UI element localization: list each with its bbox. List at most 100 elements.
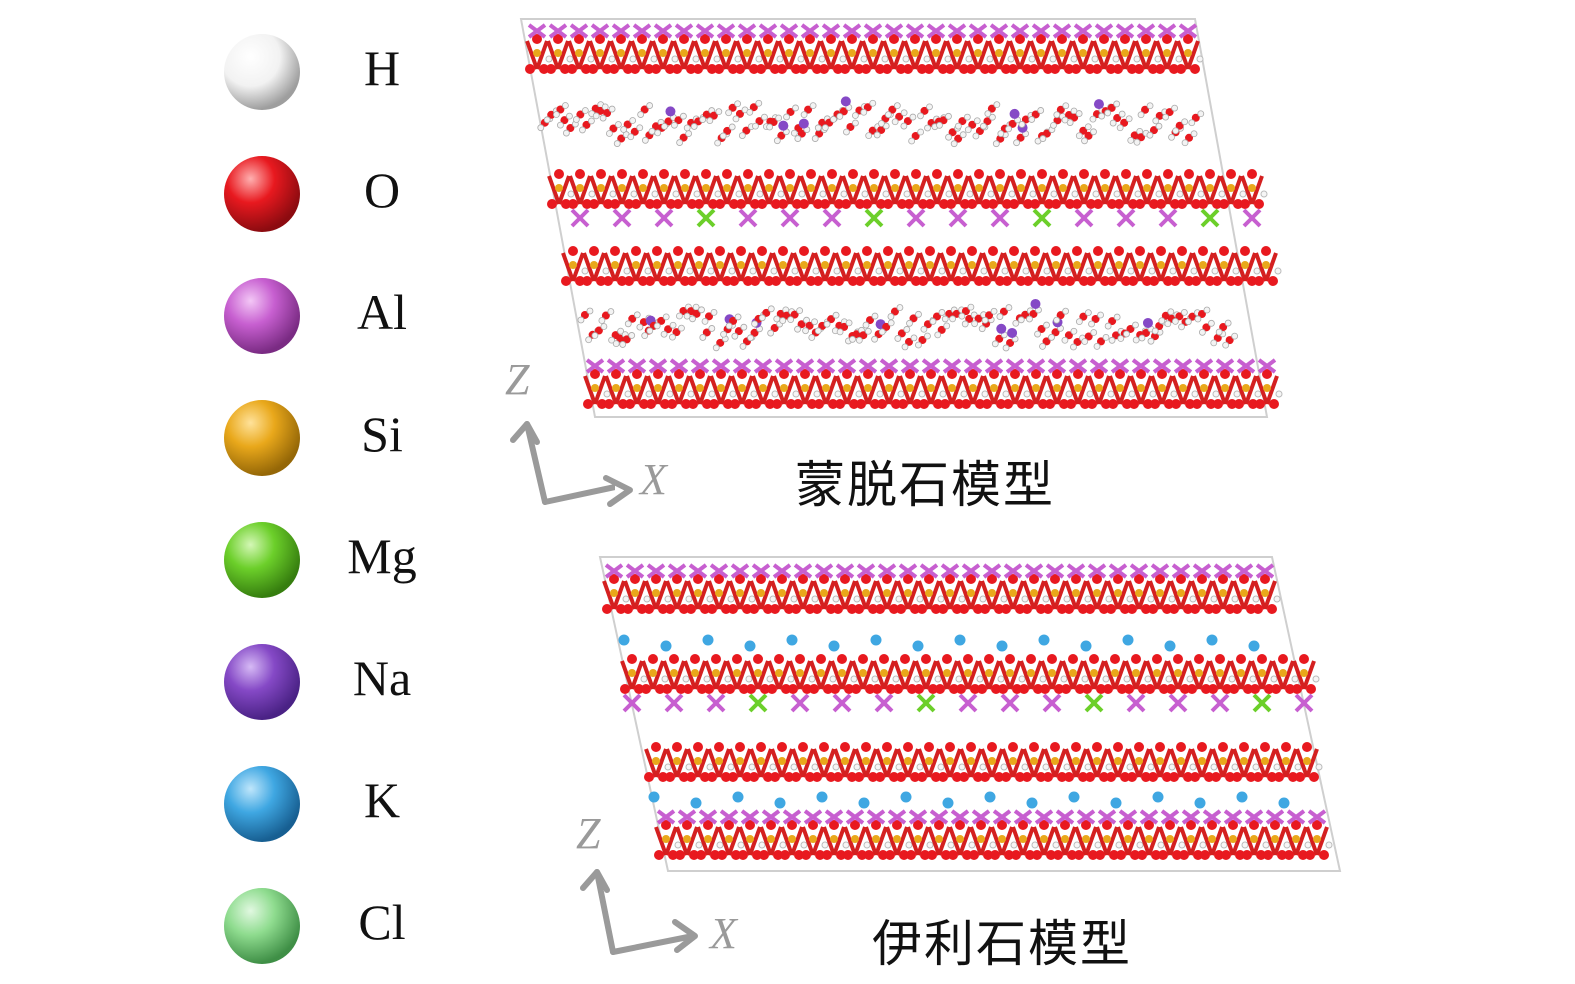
octa-bond xyxy=(738,208,758,228)
o-atom xyxy=(931,34,941,44)
o-atom xyxy=(848,169,858,179)
sheet-bond xyxy=(1085,748,1099,778)
legend-label-si: Si xyxy=(361,406,403,462)
water-h-atom xyxy=(1181,118,1189,126)
sheet-bond xyxy=(1011,826,1025,856)
water-h-atom xyxy=(629,117,637,124)
water-h-atom xyxy=(973,117,981,125)
o-atom xyxy=(1072,199,1082,209)
o-atom xyxy=(787,820,797,830)
al-atom-sphere-icon xyxy=(224,278,300,354)
sheet-bond xyxy=(788,660,802,690)
o-atom xyxy=(788,684,798,694)
h-atom xyxy=(917,267,925,275)
water-o-atom xyxy=(1097,337,1106,346)
na-ion xyxy=(1009,108,1020,119)
sheet-bond xyxy=(704,175,718,205)
o-atom xyxy=(693,64,703,74)
water-o-atom xyxy=(1073,337,1082,346)
water-o-atom xyxy=(1130,131,1139,140)
si-atom xyxy=(673,757,681,765)
sheet-bond xyxy=(1060,40,1074,70)
h-atom xyxy=(1218,190,1226,198)
water-o-atom xyxy=(750,328,759,337)
water-h-atom xyxy=(878,328,886,336)
h-atom xyxy=(687,390,695,398)
o-atom xyxy=(777,574,787,584)
o-atom xyxy=(1220,369,1230,379)
o-atom xyxy=(687,199,697,209)
o-atom xyxy=(1215,654,1225,664)
water-h-atom xyxy=(945,133,952,141)
h-atom xyxy=(1210,763,1218,771)
o-atom xyxy=(949,684,959,694)
water-h-atom xyxy=(836,112,844,120)
sheet-bond xyxy=(651,660,665,690)
h-atom xyxy=(1176,190,1184,198)
sheet-bond xyxy=(625,375,639,405)
o-atom xyxy=(759,850,769,860)
si-atom xyxy=(1010,261,1018,269)
o-atom xyxy=(1204,772,1214,782)
sheet-bond xyxy=(977,175,991,205)
si-atom xyxy=(758,261,766,269)
h-atom xyxy=(958,763,966,771)
water-h-atom xyxy=(1197,110,1205,118)
o-atom xyxy=(1072,246,1082,256)
octa-bond xyxy=(1000,693,1020,713)
h-atom xyxy=(884,841,892,849)
legend-label-o: O xyxy=(363,162,401,218)
sheet-bond xyxy=(1001,580,1015,610)
water-h-atom xyxy=(1013,139,1020,147)
o-atom xyxy=(935,684,945,694)
k-ion xyxy=(816,791,828,803)
o-atom xyxy=(854,772,864,782)
sheet-bond xyxy=(1305,826,1319,856)
o-atom xyxy=(1023,199,1033,209)
cap-bond xyxy=(929,809,949,825)
o-atom xyxy=(688,399,698,409)
si-atom xyxy=(1052,261,1060,269)
o-atom xyxy=(1002,199,1012,209)
si-atom xyxy=(1145,835,1153,843)
o-atom xyxy=(749,772,759,782)
si-atom xyxy=(723,184,731,192)
sheet-bond xyxy=(780,748,794,778)
cap-bond xyxy=(779,23,799,39)
sheet-bond xyxy=(945,40,959,70)
o-atom xyxy=(826,604,836,614)
sheet-bond xyxy=(1008,40,1022,70)
water-h-atom xyxy=(887,319,895,327)
h-atom xyxy=(938,267,946,275)
cap-bond xyxy=(1236,358,1256,374)
water-o-atom xyxy=(1042,337,1051,346)
sheet-bond xyxy=(938,580,952,610)
sheet-bond xyxy=(1113,40,1127,70)
octa-bond xyxy=(622,693,642,713)
o-atom xyxy=(1113,742,1123,752)
montmorillonite-model-structure xyxy=(519,18,1283,418)
k-ion xyxy=(954,634,966,646)
sheet-bond xyxy=(719,375,733,405)
si-atom xyxy=(884,261,892,269)
o-atom xyxy=(1264,684,1274,694)
sheet-bond xyxy=(1186,40,1200,70)
o-atom xyxy=(1100,276,1110,286)
water-o-atom xyxy=(692,309,701,318)
water-o-atom xyxy=(948,128,957,137)
cap-bond xyxy=(1173,358,1193,374)
o-atom xyxy=(1267,604,1277,614)
o-atom xyxy=(1292,684,1302,694)
water-h-atom xyxy=(1028,116,1036,123)
si-atom xyxy=(947,261,955,269)
water-h-atom xyxy=(823,320,831,328)
water-h-atom xyxy=(1133,138,1141,146)
o-atom xyxy=(805,34,815,44)
water-h-atom xyxy=(592,112,600,120)
o-atom xyxy=(812,64,822,74)
water-h-atom xyxy=(641,136,649,144)
sheet-bond xyxy=(728,748,742,778)
sheet-bond xyxy=(673,175,687,205)
water-h-atom xyxy=(924,332,931,340)
o-atom xyxy=(728,64,738,74)
